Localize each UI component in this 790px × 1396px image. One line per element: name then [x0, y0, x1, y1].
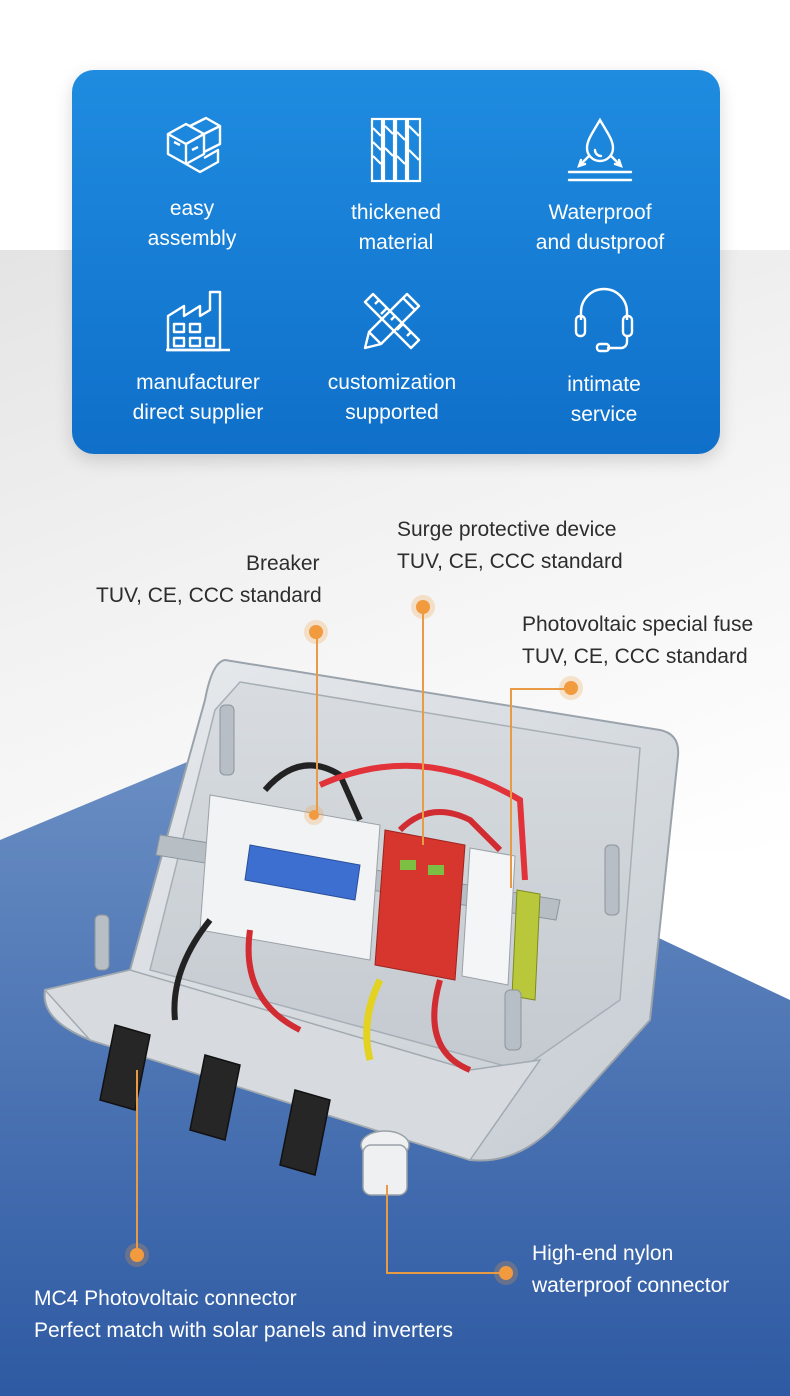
marker-breaker: [309, 625, 323, 639]
callout-surge-detail: TUV, CE, CCC standard: [397, 550, 623, 573]
callout-nylon-title: High-end nylon: [532, 1242, 674, 1265]
marker-fuse: [564, 681, 578, 695]
callout-breaker-title: Breaker: [246, 552, 320, 575]
callout-surge-title: Surge protective device: [397, 518, 617, 541]
marker-surge: [416, 600, 430, 614]
leader-breaker: [316, 632, 318, 817]
water-drop-icon: [567, 117, 633, 182]
callout-mc4-title: MC4 Photovoltaic connector: [34, 1287, 297, 1310]
marker-mc4: [130, 1248, 144, 1262]
leader-fuse-v: [510, 688, 512, 888]
pencil-ruler-icon: [363, 292, 421, 350]
callout-breaker-detail: TUV, CE, CCC standard: [96, 584, 322, 607]
marker-breaker-end: [309, 810, 319, 820]
leader-nylon-h: [386, 1272, 506, 1274]
callout-mc4-detail: Perfect match with solar panels and inve…: [34, 1319, 454, 1342]
headset-icon: [574, 287, 634, 353]
leader-fuse-h: [510, 688, 570, 690]
leader-nylon-v: [386, 1185, 388, 1273]
combiner-box-image: [43, 658, 680, 1196]
marker-nylon: [499, 1266, 513, 1280]
callout-nylon-detail: waterproof connector: [532, 1274, 730, 1297]
callout-fuse-detail: TUV, CE, CCC standard: [522, 645, 748, 668]
layers-icon: [370, 117, 422, 183]
blocks-icon: [166, 116, 222, 174]
leader-mc4: [136, 1070, 138, 1255]
callout-fuse-title: Photovoltaic special fuse: [522, 613, 754, 636]
factory-icon: [166, 290, 230, 352]
leader-surge: [422, 607, 424, 845]
